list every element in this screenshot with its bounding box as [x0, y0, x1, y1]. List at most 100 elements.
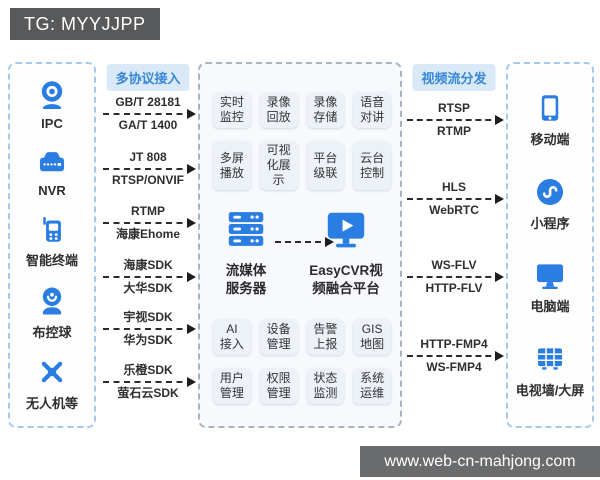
mobile-device-icon	[533, 91, 567, 125]
ingest-title-chip: 多协议接入	[106, 64, 190, 91]
media-server-icon	[223, 206, 269, 252]
ingest-lane: 多协议接入 GB/T 28181 GA/T 1400 JT 808 RTSP/O…	[98, 62, 198, 428]
client-label: 电脑端	[530, 299, 570, 315]
feature-box: 平台 级联	[306, 141, 345, 190]
drone-icon	[35, 355, 69, 389]
easycvr-platform-icon	[323, 206, 369, 252]
easycvr-platform-unit: EasyCVR视 频融合平台	[302, 206, 390, 298]
protocol-label: RTMP	[437, 124, 471, 138]
client-label: 小程序	[530, 215, 570, 231]
clients-panel: 移动端 小程序 电脑端 电视墙/大屏	[506, 62, 594, 428]
protocol-label: RTMP	[131, 204, 165, 218]
easycvr-platform-label: EasyCVR视 频融合平台	[309, 263, 383, 296]
source-label: 布控球	[32, 324, 72, 340]
dashed-arrow	[407, 194, 504, 204]
protocol-label: WS-FMP4	[426, 360, 482, 374]
protocol-label: HTTP-FMP4	[420, 337, 488, 351]
source-label: 智能终端	[25, 253, 78, 269]
source-item-ptz-dome: 布控球	[32, 284, 72, 341]
feature-box: 可视 化展示	[259, 141, 298, 190]
nvr-recorder-icon	[35, 145, 69, 179]
dashed-arrow	[103, 377, 196, 387]
protocol-label: 海康SDK	[123, 258, 173, 272]
protocol-label: GB/T 28181	[115, 95, 181, 109]
smart-terminal-icon	[35, 212, 69, 246]
client-item-desktop: 电脑端	[530, 258, 570, 315]
client-label: 电视墙/大屏	[515, 383, 585, 399]
client-item-mobile: 移动端	[530, 91, 570, 148]
protocol-label: HTTP-FLV	[425, 281, 483, 295]
feature-box: 语音 对讲	[353, 92, 391, 128]
protocol-label: 宇视SDK	[123, 310, 173, 324]
ptz-dome-camera-icon	[35, 284, 69, 318]
protocol-label: RTSP/ONVIF	[111, 173, 184, 187]
protocol-label: WS-FLV	[431, 258, 477, 272]
distribution-arrow-group: HTTP-FMP4 WS-FMP4	[404, 337, 504, 375]
dashed-arrow	[103, 109, 196, 119]
dashed-arrow	[407, 351, 504, 361]
protocol-label: GA/T 1400	[118, 118, 178, 132]
source-item-smart-terminal: 智能终端	[26, 212, 78, 269]
feature-box: AI 接入	[213, 319, 251, 355]
feature-box: 录像 存储	[306, 92, 345, 128]
feature-box: 权限 管理	[259, 368, 298, 404]
dashed-arrow	[103, 272, 196, 282]
platform-bottom-features: AI 接入 设备 管理 告警 上报 GIS 地图 用户 管理 权限 管理 状态 …	[213, 319, 391, 404]
ingest-arrow-group: RTMP 海康Ehome	[100, 204, 196, 242]
dashed-arrow	[407, 272, 504, 282]
protocol-label: 大华SDK	[123, 281, 173, 295]
protocol-label: 萤石云SDK	[117, 386, 179, 400]
protocol-label: 华为SDK	[123, 333, 173, 347]
distribution-arrow-group: WS-FLV HTTP-FLV	[404, 258, 504, 296]
client-item-tv-wall: 电视墙/大屏	[515, 342, 585, 399]
feature-box: 实时 监控	[213, 92, 251, 128]
dashed-arrow	[275, 237, 334, 247]
protocol-label: 乐橙SDK	[123, 363, 173, 377]
feature-box: 云台 控制	[353, 141, 391, 190]
protocol-label: JT 808	[129, 150, 167, 164]
protocol-label: 海康Ehome	[115, 227, 180, 241]
dashed-arrow	[103, 324, 196, 334]
source-item-ipc: IPC	[35, 78, 69, 131]
client-item-mini-program: 小程序	[530, 175, 570, 232]
ingest-arrow-group: 宇视SDK 华为SDK	[100, 310, 196, 348]
source-item-drone: 无人机等	[26, 355, 78, 412]
ingest-arrow-group: JT 808 RTSP/ONVIF	[100, 150, 196, 188]
protocol-label: HLS	[442, 180, 466, 194]
source-label: NVR	[38, 183, 66, 199]
protocol-label: WebRTC	[429, 203, 479, 217]
feature-box: 状态 监测	[306, 368, 345, 404]
footer-url: www.web-cn-mahjong.com	[384, 452, 576, 470]
watermark-tag-text: TG: MYYJJPP	[24, 13, 146, 34]
dashed-arrow	[103, 218, 196, 228]
feature-box: 设备 管理	[259, 319, 298, 355]
ipc-camera-icon	[35, 78, 69, 112]
footer-watermark-bar: www.web-cn-mahjong.com	[360, 446, 600, 477]
feature-box: 录像 回放	[259, 92, 298, 128]
feature-box: GIS 地图	[353, 319, 391, 355]
distribution-title-chip: 视频流分发	[412, 64, 496, 91]
ingest-arrow-group: 海康SDK 大华SDK	[100, 258, 196, 296]
distribution-lane: 视频流分发 RTSP RTMP HLS WebRTC WS-FLV HTTP-F…	[402, 62, 506, 428]
desktop-computer-icon	[533, 258, 567, 292]
watermark-tag: TG: MYYJJPP	[10, 8, 160, 40]
ingest-arrow-group: GB/T 28181 GA/T 1400	[100, 95, 196, 133]
dashed-arrow	[407, 115, 504, 125]
distribution-arrow-group: RTSP RTMP	[404, 101, 504, 139]
source-label: IPC	[41, 116, 63, 132]
platform-core: 流媒体 服务器 EasyCVR视 频融合平台	[200, 206, 400, 318]
distribution-arrow-group: HLS WebRTC	[404, 180, 504, 218]
platform-panel: 实时 监控 录像 回放 录像 存储 语音 对讲 多屏 播放 可视 化展示 平台 …	[198, 62, 402, 428]
protocol-label: RTSP	[437, 101, 470, 115]
feature-box: 告警 上报	[306, 319, 345, 355]
feature-box: 系统 运维	[353, 368, 391, 404]
feature-box: 多屏 播放	[213, 141, 251, 190]
dashed-arrow	[103, 164, 196, 174]
mini-program-icon	[533, 175, 567, 209]
media-server-label: 流媒体 服务器	[225, 263, 267, 296]
source-item-nvr: NVR	[35, 145, 69, 198]
client-label: 移动端	[530, 131, 570, 147]
media-server-unit: 流媒体 服务器	[210, 206, 282, 298]
source-label: 无人机等	[25, 395, 78, 411]
